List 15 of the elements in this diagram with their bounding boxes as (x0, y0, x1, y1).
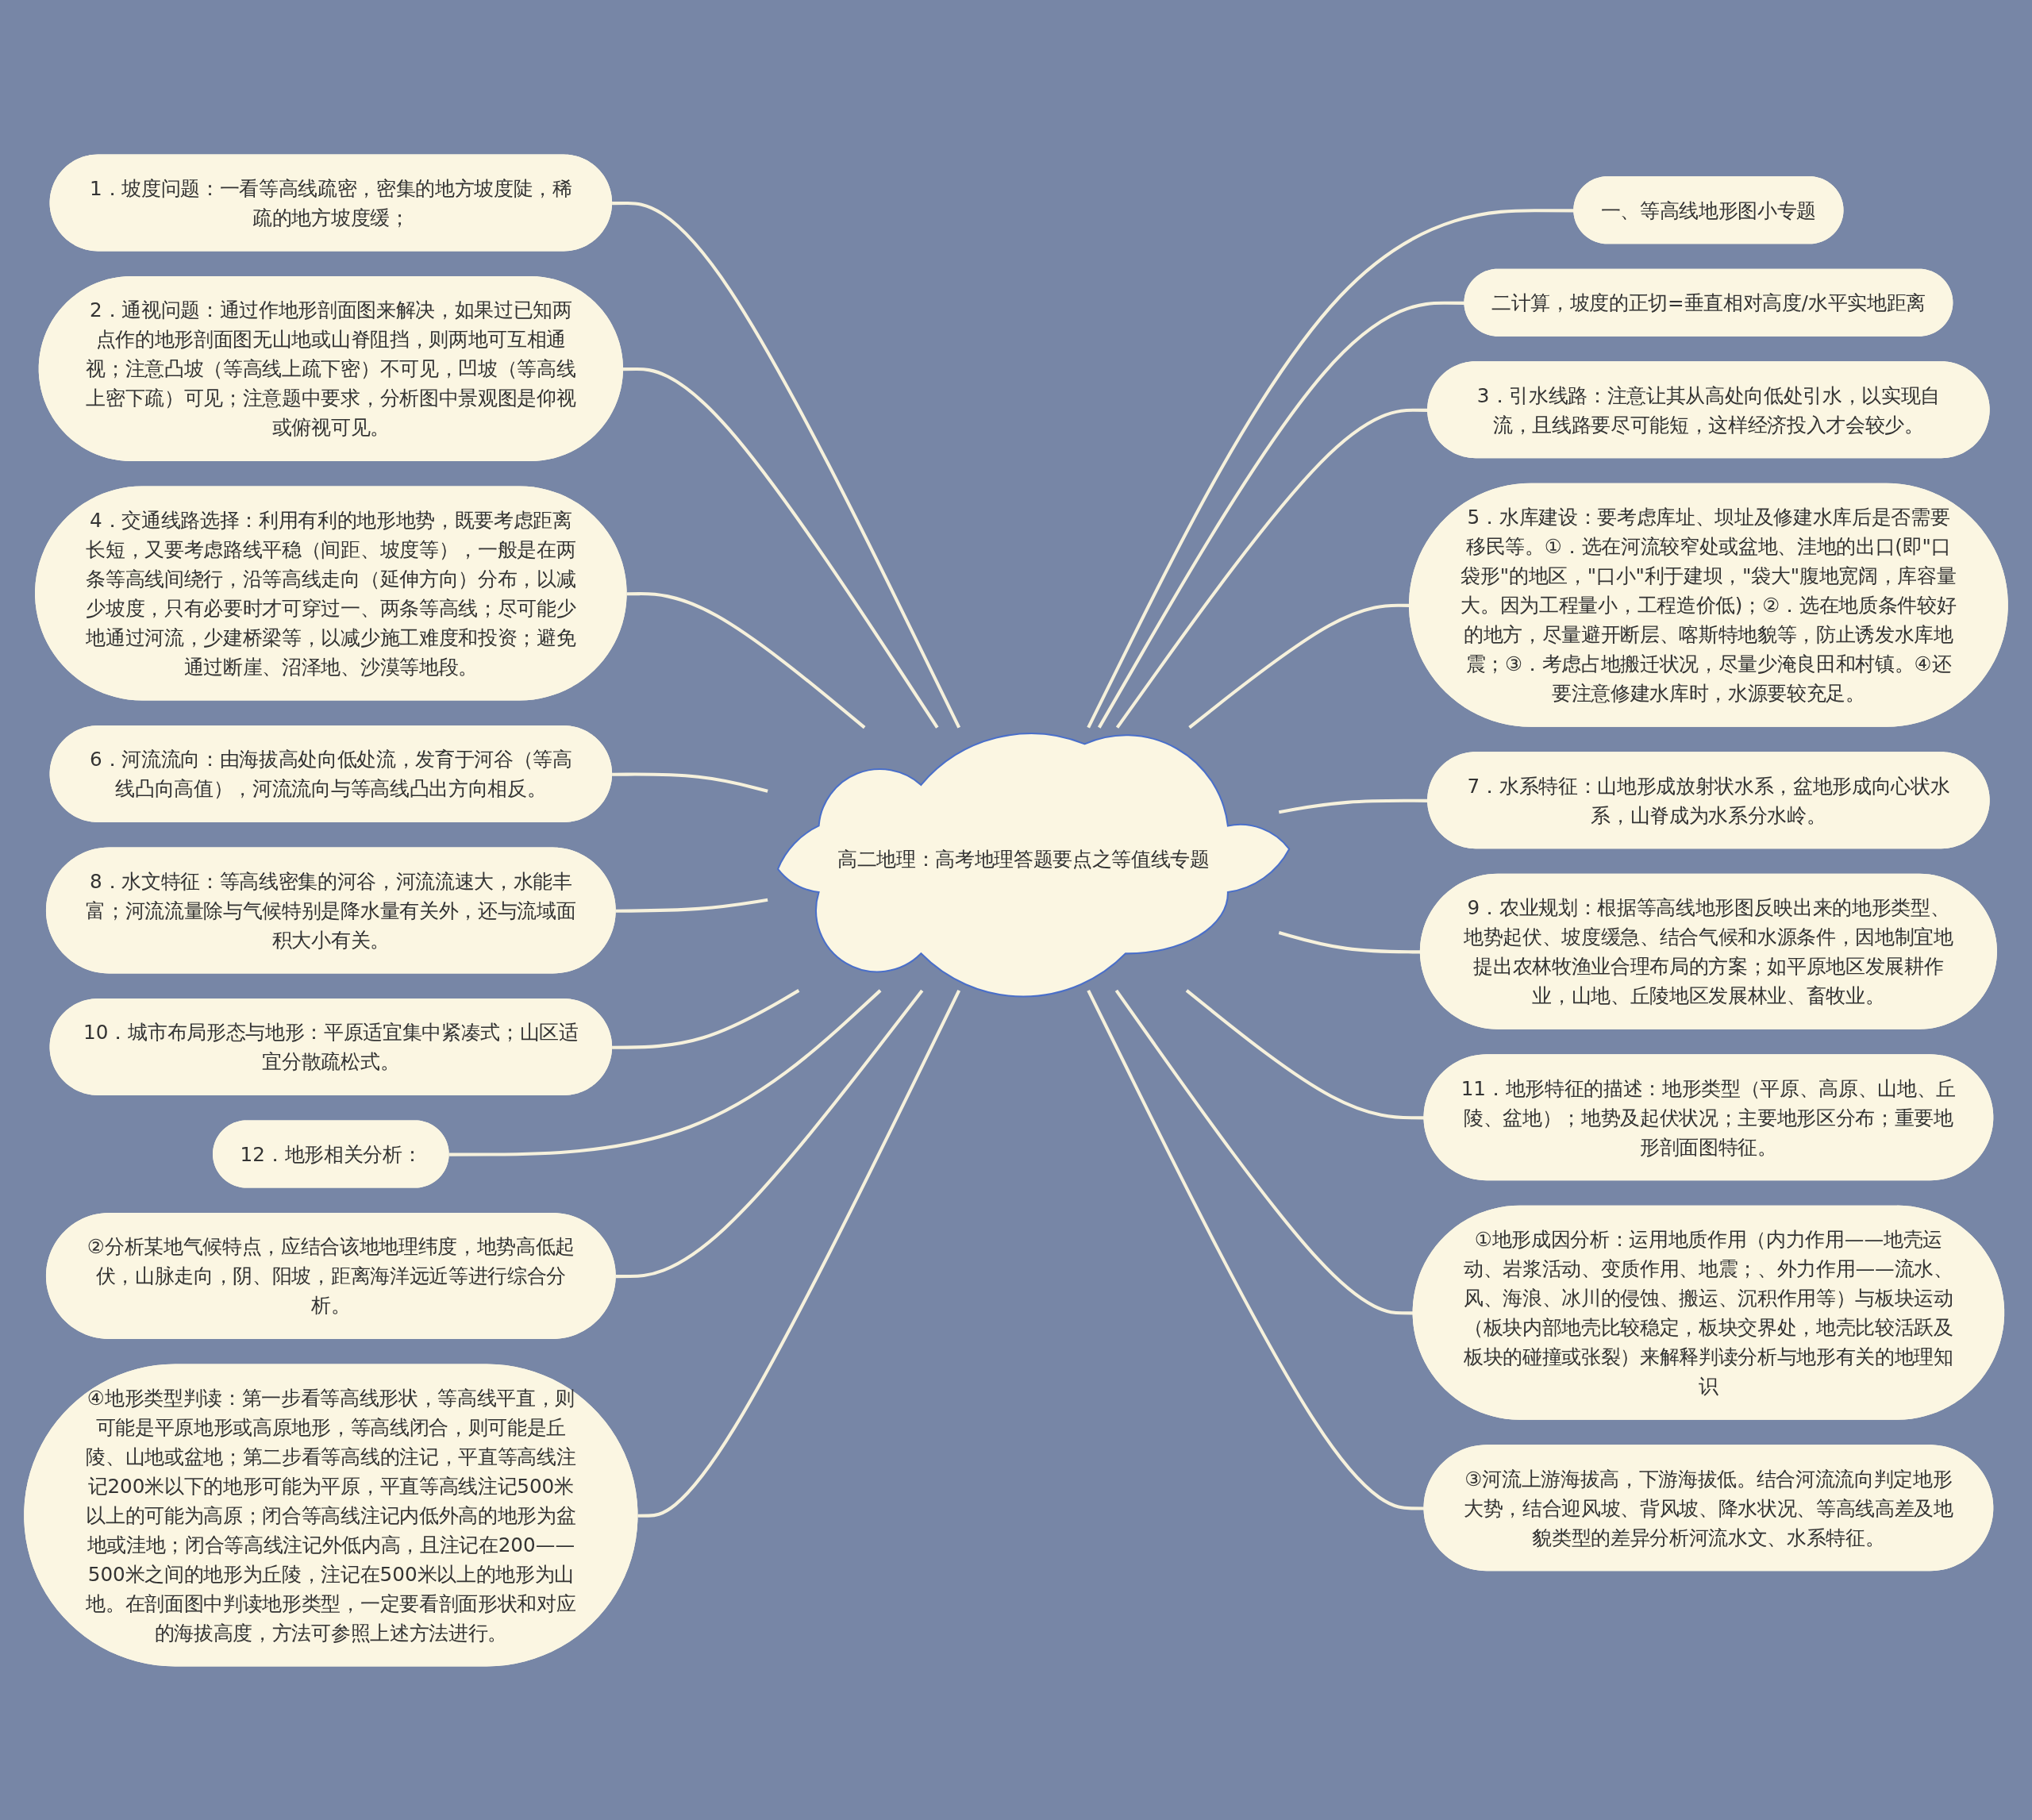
connector (622, 367, 939, 729)
connector (637, 989, 961, 1518)
connector (1278, 798, 1429, 814)
connector (1098, 301, 1465, 729)
connector (1115, 408, 1429, 729)
connector (1087, 208, 1575, 728)
connector (615, 898, 768, 913)
connector (612, 771, 768, 793)
connector (1087, 989, 1425, 1510)
connector (612, 988, 800, 1049)
connector (612, 201, 961, 728)
connector (626, 591, 866, 729)
connector (615, 989, 924, 1278)
connector (448, 988, 882, 1156)
connector (1185, 988, 1425, 1119)
